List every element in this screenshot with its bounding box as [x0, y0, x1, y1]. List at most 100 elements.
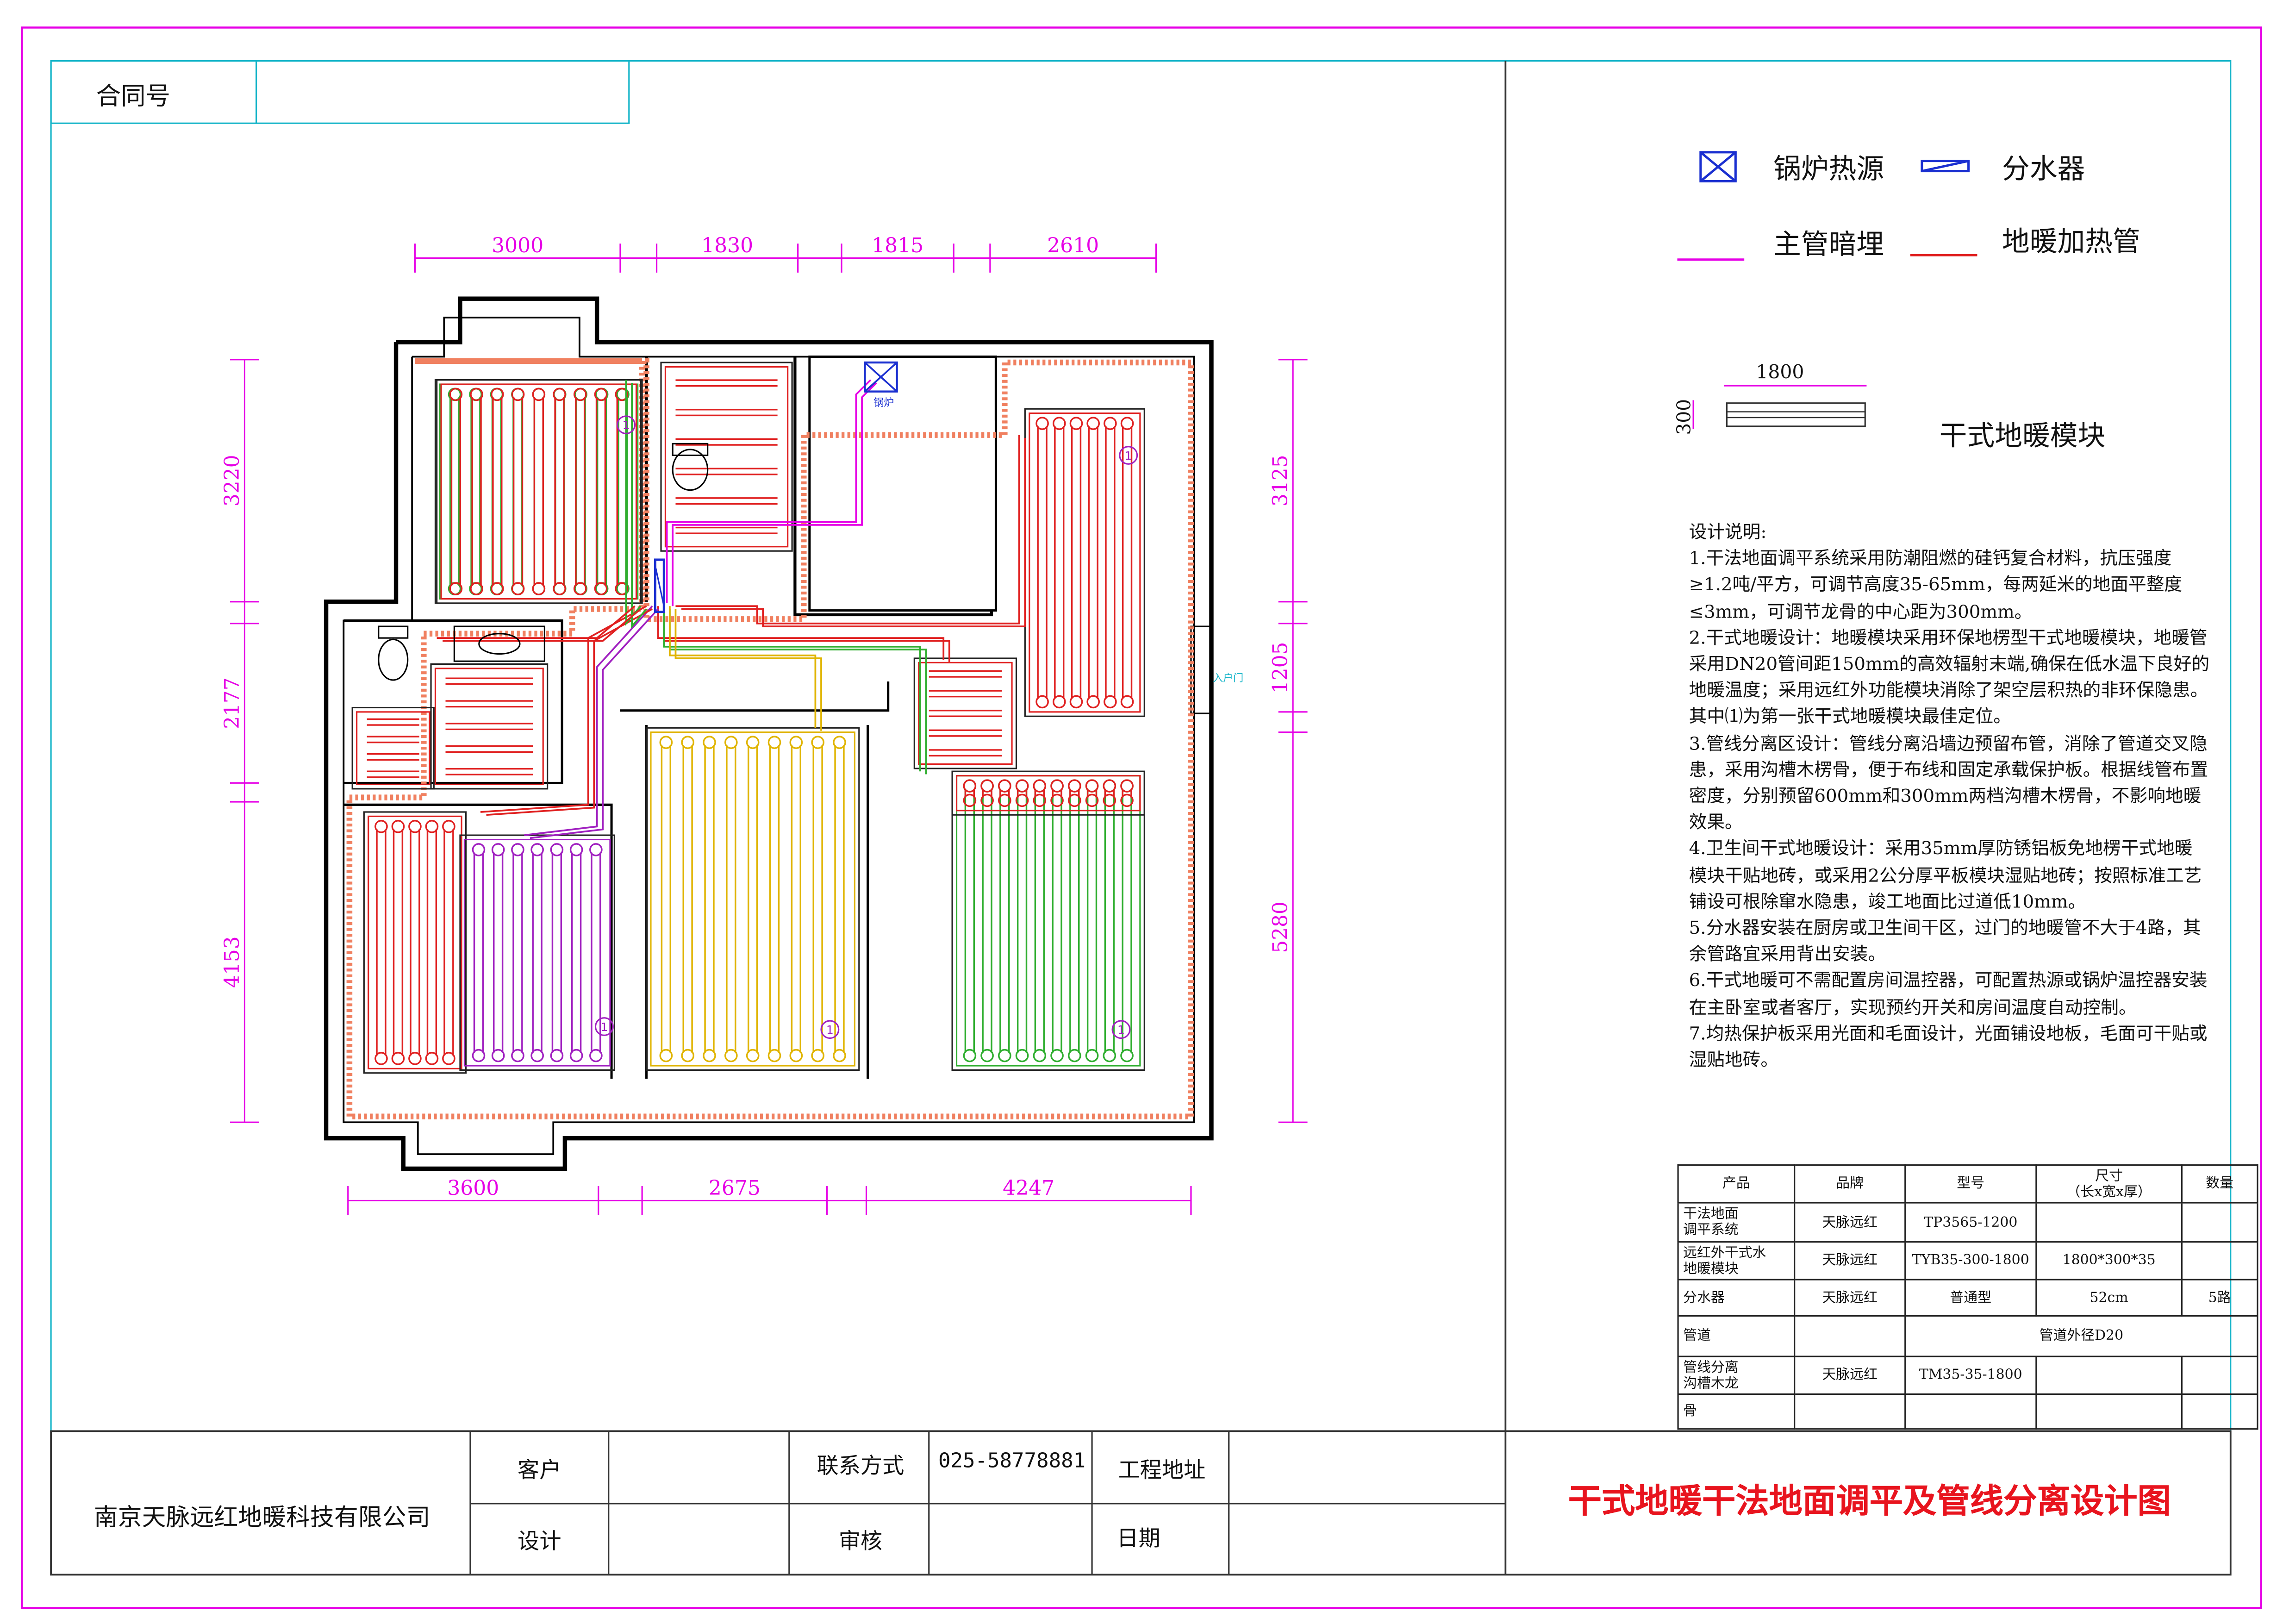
loop-number-marker: [1111, 1020, 1131, 1039]
heating-module-master-inner: [1029, 412, 1141, 713]
spec-cell: TP3565-1200: [1904, 1202, 2037, 1243]
main-pipe-route: [486, 608, 653, 816]
company-name: 南京天脉远红地暖科技有限公司: [94, 1503, 430, 1531]
loop-number-marker: [820, 1020, 840, 1039]
pipe-bend: [442, 820, 455, 833]
pipe-bend: [1120, 1049, 1134, 1062]
main-pipe-route: [480, 605, 647, 813]
dim-left-label: 3220: [220, 455, 244, 506]
pipe-bend: [980, 793, 994, 807]
spec-table-row: 骨: [1677, 1393, 2258, 1430]
pipe-bend: [553, 582, 566, 595]
dim-top-label: 3000: [492, 234, 543, 257]
pipe-bend: [724, 736, 738, 749]
module-height-label: 300: [1674, 399, 1697, 435]
boiler-symbol-diagonal: [864, 362, 898, 393]
heating-module-bedroom-1-red-frame: [436, 379, 642, 604]
heating-module-dining-inner: [650, 731, 855, 1067]
heating-module-bathroom-2: [430, 663, 549, 790]
main-pipe-route: [530, 608, 659, 839]
heating-module-bathroom-hall-inner: [664, 366, 789, 548]
main-pipe-route: [674, 609, 822, 731]
pipe-bend: [408, 1052, 422, 1065]
spec-cell: 管线分离 沟槽木龙: [1677, 1355, 1796, 1395]
spec-cell: 管道: [1677, 1315, 1796, 1357]
pipe-bend: [569, 1049, 583, 1062]
pipe-bend: [703, 736, 716, 749]
pipe-bend: [472, 843, 486, 856]
pipe-bend: [963, 1049, 977, 1062]
entrance-label: 入户门: [1213, 673, 1243, 684]
design-notes: 设计说明: 1.干法地面调平系统采用防潮阻燃的硅钙复合材料，抗压强度≥1.2吨/…: [1689, 519, 2210, 1073]
legend-main-pipe-label: 主管暗埋: [1773, 229, 1884, 261]
pipe-bend: [374, 1052, 388, 1065]
spec-cell: [2035, 1355, 2183, 1395]
pipe-bend: [811, 736, 824, 749]
drawing-title: 干式地暖干法地面调平及管线分离设计图: [1568, 1483, 2171, 1521]
pipe-bend: [470, 582, 483, 595]
heating-module-corridor-inner: [918, 662, 1013, 765]
legend-boiler-label: 锅炉热源: [1773, 154, 1884, 186]
spec-cell: 分水器: [1677, 1279, 1796, 1317]
pipe-bend: [1104, 417, 1117, 430]
pipe-bend: [1067, 793, 1081, 807]
boiler-symbol: [864, 361, 898, 393]
pipe-bend: [511, 387, 525, 401]
interior-wall: [620, 681, 890, 712]
heating-module-bedroom-1-frame: [434, 379, 643, 604]
spec-cell: 远红外干式水 地暖模块: [1677, 1241, 1796, 1280]
spec-header-model: 型号: [1904, 1164, 2037, 1204]
pipe-bend: [472, 1049, 486, 1062]
spec-cell: 天脉远红: [1794, 1355, 1906, 1395]
pipe-bend: [374, 820, 388, 833]
pipe-bend: [491, 843, 505, 856]
note-5: 5.分水器安装在厨房或卫生间干区，过门的地暖管不大于4路，其余管路宜采用背出安装…: [1689, 918, 2201, 965]
spec-cell: [2035, 1202, 2183, 1243]
heating-module-corridor: [913, 657, 1017, 769]
note-1: 1.干法地面调平系统采用防潮阻燃的硅钙复合材料，抗压强度≥1.2吨/平方，可调节…: [1689, 548, 2183, 622]
pipe-bend: [569, 843, 583, 856]
manifold-symbol-diagonal: [654, 565, 665, 606]
heating-module-master: [1024, 408, 1145, 717]
pipe-bend: [811, 1049, 824, 1062]
heating-module-living-inner: [955, 775, 1141, 1067]
pipe-bend: [530, 843, 544, 856]
main-pipe-route: [524, 605, 653, 836]
note-6: 6.干式地暖可不需配置房间温控器，可配置热源或锅炉温控器安装在主卧室或者客厅，实…: [1689, 970, 2208, 1018]
heating-module-bedroom-2b: [459, 834, 615, 1071]
pipe-bend: [1052, 695, 1066, 709]
main-pipe-route: [675, 435, 1020, 625]
pipe-bend: [833, 1049, 846, 1062]
spec-cell: [2181, 1355, 2258, 1395]
pipe-bend: [532, 582, 546, 595]
pipe-bend: [491, 582, 504, 595]
loop-number-label: 1: [1125, 449, 1132, 462]
spec-cell: [2035, 1393, 2183, 1430]
pipe-bend: [1069, 695, 1083, 709]
heating-module-dining-frame: [645, 727, 860, 1071]
heating-module-bathroom-1-frame: [351, 706, 435, 790]
loop-number-label: 1: [1117, 1023, 1125, 1037]
pipe-bend: [1103, 779, 1117, 793]
pipe-bend: [491, 387, 504, 401]
inner-wall-line: [343, 317, 1195, 1156]
pipe-bend: [681, 1049, 694, 1062]
boiler-room-wall: [808, 355, 997, 612]
spec-table-header: 产品 品牌 型号 尺寸 （长x宽x厚） 数量: [1677, 1164, 2258, 1204]
heating-module-bathroom-1: [351, 706, 435, 790]
pipe-bend: [703, 1049, 716, 1062]
toilet-tank-icon: [378, 625, 409, 639]
spec-cell: 52cm: [2035, 1279, 2183, 1317]
pipe-bend: [594, 582, 608, 595]
spec-cell: 5路: [2181, 1279, 2258, 1317]
pipe-bend: [1050, 1049, 1064, 1062]
toilet-icon: [378, 638, 409, 681]
boiler-plan-label: 锅炉: [873, 397, 894, 409]
toilet-icon: [672, 449, 709, 491]
heating-module-bathroom-2-inner: [434, 668, 544, 786]
spec-header-size: 尺寸 （长x宽x厚）: [2035, 1164, 2183, 1204]
